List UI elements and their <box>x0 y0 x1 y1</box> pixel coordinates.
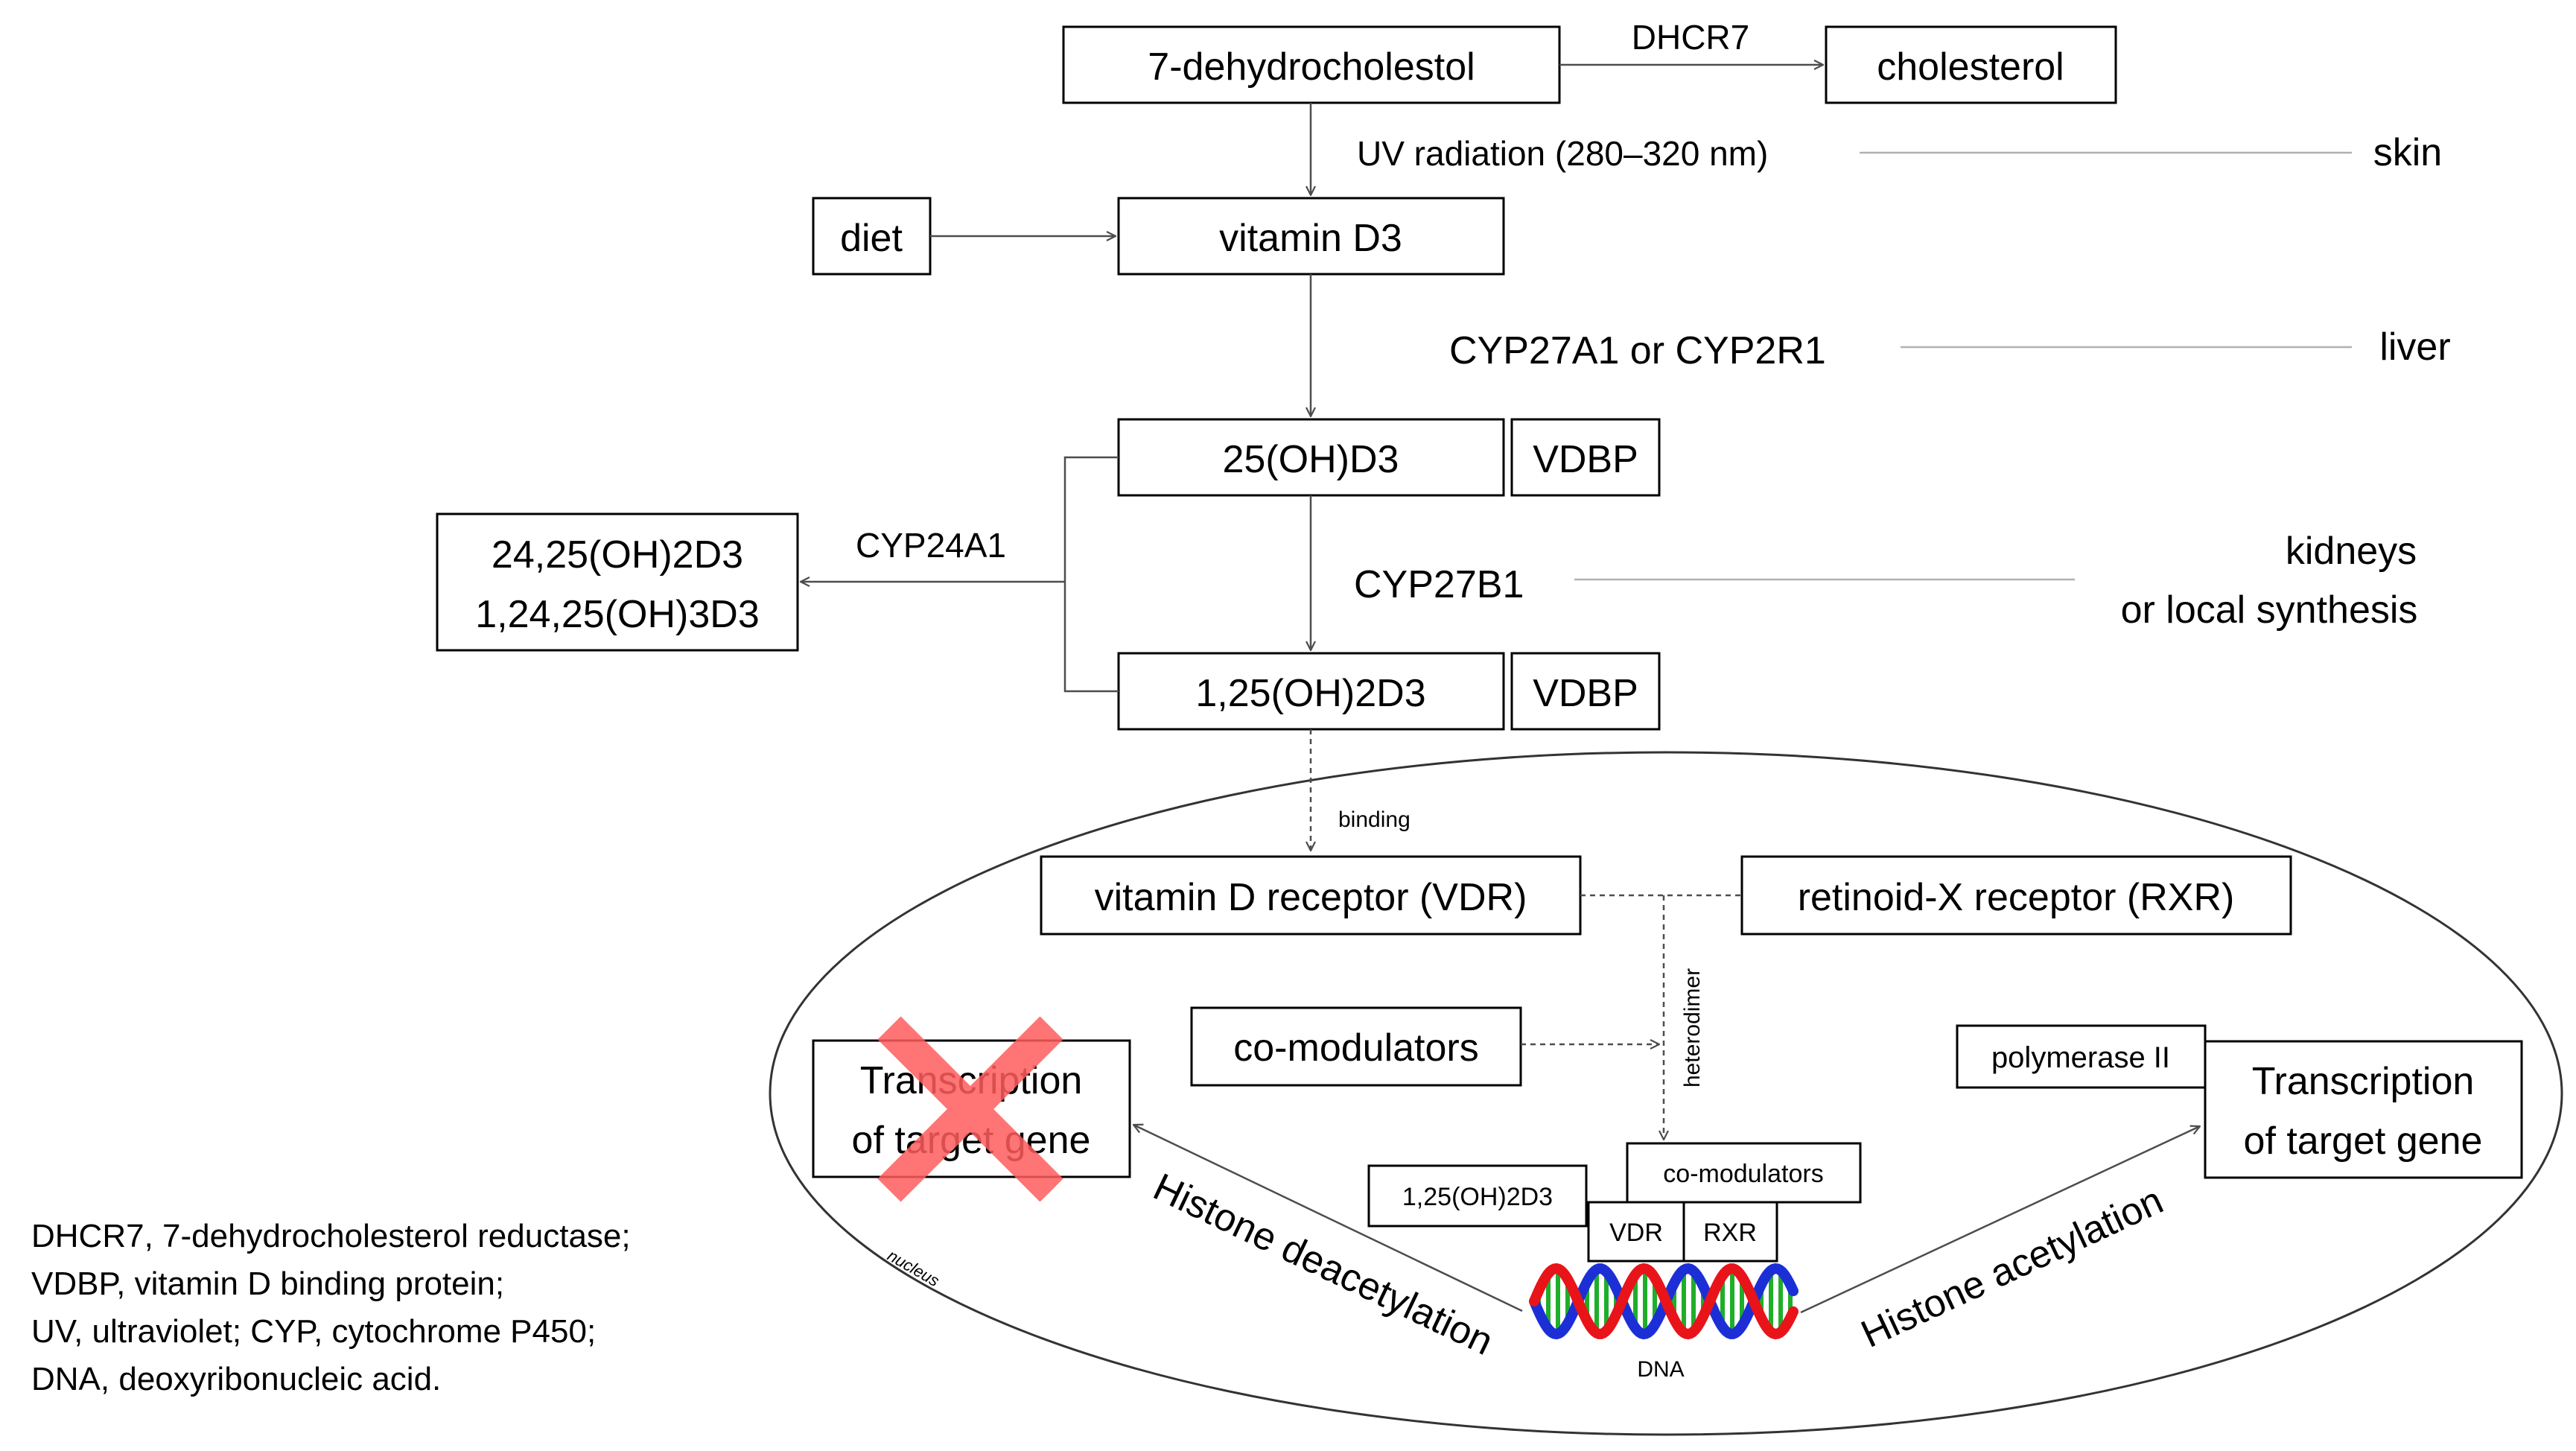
dna-strand-red <box>1529 1263 1799 1340</box>
nucleus-boundary <box>769 751 2563 1436</box>
svg-text:co-modulators: co-modulators <box>1663 1160 1823 1188</box>
svg-text:cholesterol: cholesterol <box>1877 45 2064 89</box>
svg-text:vitamin D3: vitamin D3 <box>1219 217 1402 260</box>
legend: DHCR7, 7-dehydrocholesterol reductase; V… <box>31 1218 631 1397</box>
svg-text:co-modulators: co-modulators <box>1233 1026 1478 1070</box>
label-dna: DNA <box>1637 1357 1684 1382</box>
node-7-dehydrocholestol: 7-dehydrocholestol <box>1062 25 1561 104</box>
node-vdbp-2: VDBP <box>1510 652 1661 731</box>
legend-line-4: DNA, deoxyribonucleic acid. <box>31 1361 441 1397</box>
legend-line-1: DHCR7, 7-dehydrocholesterol reductase; <box>31 1218 631 1254</box>
complex-co-modulators: co-modulators <box>1626 1142 1862 1204</box>
arrow-histone-deacetylation <box>1133 1125 1523 1312</box>
node-transcription-active: Transcription of target gene <box>2204 1040 2523 1179</box>
svg-text:25(OH)D3: 25(OH)D3 <box>1223 438 1399 481</box>
location-skin: skin <box>2373 131 2442 174</box>
svg-text:VDR: VDR <box>1609 1219 1663 1247</box>
node-metabolites: 24,25(OH)2D3 1,24,25(OH)3D3 <box>436 512 799 652</box>
node-cholesterol: cholesterol <box>1825 25 2117 104</box>
svg-text:VDBP: VDBP <box>1533 672 1638 715</box>
label-uv: UV radiation (280–320 nm) <box>1357 134 1768 173</box>
nucleus-label: nucleus <box>885 1246 943 1291</box>
node-co-modulators: co-modulators <box>1190 1006 1522 1087</box>
svg-text:24,25(OH)2D3: 24,25(OH)2D3 <box>492 533 743 577</box>
complex-vdr: VDR <box>1587 1201 1685 1263</box>
cross-icon <box>877 1016 1063 1202</box>
svg-text:of target gene: of target gene <box>2244 1120 2483 1163</box>
label-dhcr7: DHCR7 <box>1632 18 1749 57</box>
arrow-histone-acetylation <box>1800 1126 2200 1314</box>
node-rxr: retinoid-X receptor (RXR) <box>1740 855 2292 936</box>
svg-text:polymerase II: polymerase II <box>1991 1041 2170 1074</box>
svg-text:1,25(OH)2D3: 1,25(OH)2D3 <box>1195 672 1425 715</box>
svg-text:1,25(OH)2D3: 1,25(OH)2D3 <box>1402 1183 1553 1211</box>
bracket-cyp24a1 <box>1063 456 1119 693</box>
svg-text:vitamin D receptor (VDR): vitamin D receptor (VDR) <box>1095 876 1527 919</box>
label-cyp24a1: CYP24A1 <box>856 526 1006 565</box>
svg-text:Transcription: Transcription <box>2252 1060 2475 1103</box>
legend-line-3: UV, ultraviolet; CYP, cytochrome P450; <box>31 1313 596 1350</box>
label-binding: binding <box>1338 807 1411 832</box>
node-polymerase-ii: polymerase II <box>1956 1024 2207 1089</box>
label-heterodimer: heterodimer <box>1680 968 1705 1088</box>
svg-text:VDBP: VDBP <box>1533 438 1638 481</box>
dna-helix-icon <box>1529 1263 1799 1340</box>
svg-text:7-dehydrocholestol: 7-dehydrocholestol <box>1148 45 1475 89</box>
node-25-oh-d3: 25(OH)D3 <box>1117 418 1505 497</box>
svg-text:1,24,25(OH)3D3: 1,24,25(OH)3D3 <box>475 593 760 636</box>
location-kidneys-line1: kidneys <box>2286 530 2417 573</box>
node-1-25-oh-2d3: 1,25(OH)2D3 <box>1117 652 1505 731</box>
node-vdbp-1: VDBP <box>1510 418 1661 497</box>
complex-ligand: 1,25(OH)2D3 <box>1367 1164 1588 1228</box>
svg-text:diet: diet <box>840 217 903 260</box>
node-diet: diet <box>812 197 932 276</box>
location-liver: liver <box>2379 326 2450 369</box>
svg-text:RXR: RXR <box>1703 1219 1757 1247</box>
label-cyp27b1: CYP27B1 <box>1354 563 1524 606</box>
svg-text:retinoid-X receptor (RXR): retinoid-X receptor (RXR) <box>1798 876 2235 919</box>
location-kidneys-line2: or local synthesis <box>2121 588 2418 632</box>
node-vitamin-d3: vitamin D3 <box>1117 197 1505 276</box>
label-histone-acetylation: Histone acetylation <box>1855 1179 2170 1356</box>
legend-line-2: VDBP, vitamin D binding protein; <box>31 1266 504 1302</box>
label-cyp27a1: CYP27A1 or CYP2R1 <box>1449 329 1826 372</box>
node-vdr: vitamin D receptor (VDR) <box>1040 855 1582 936</box>
complex-rxr: RXR <box>1682 1201 1778 1263</box>
